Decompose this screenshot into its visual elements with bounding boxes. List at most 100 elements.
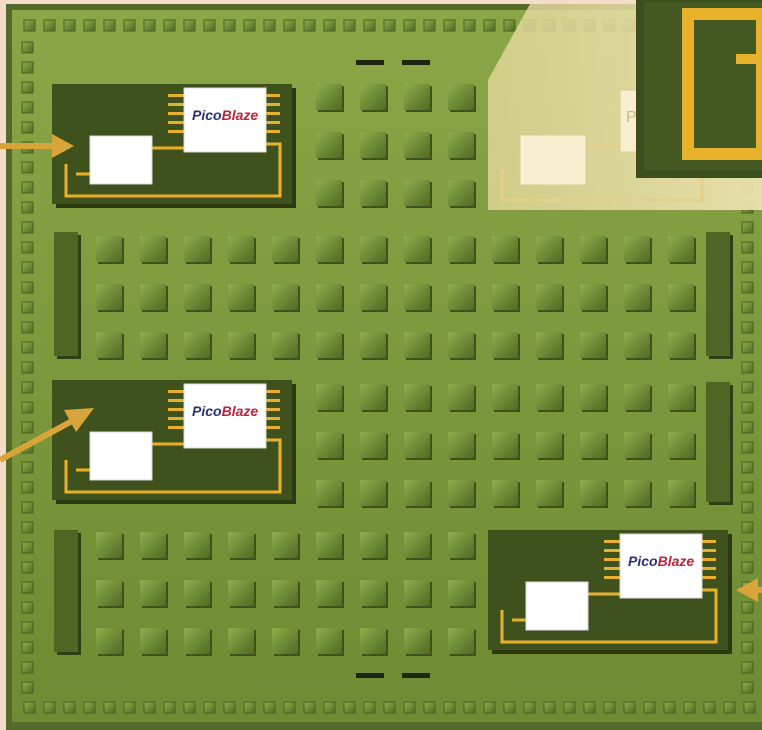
io-pad <box>22 102 33 113</box>
logic-cell <box>228 628 256 656</box>
logic-cell <box>316 432 344 460</box>
logic-cell <box>184 332 212 360</box>
memory-block <box>706 232 730 356</box>
logic-cell <box>404 384 432 412</box>
io-pad <box>742 402 753 413</box>
logic-cell <box>448 580 476 608</box>
logic-cell <box>316 480 344 508</box>
io-pad <box>364 702 375 713</box>
io-pad <box>22 522 33 533</box>
logic-cell <box>184 532 212 560</box>
io-pad <box>684 702 695 713</box>
logic-cell <box>96 332 124 360</box>
logic-cell <box>184 284 212 312</box>
io-pad <box>704 702 715 713</box>
io-pad <box>144 702 155 713</box>
io-pad <box>64 20 75 31</box>
logic-cell <box>96 236 124 264</box>
io-pad <box>22 302 33 313</box>
io-block-top-right <box>636 0 762 178</box>
io-pad <box>104 702 115 713</box>
io-pad <box>64 702 75 713</box>
io-pad <box>742 282 753 293</box>
io-pad <box>22 562 33 573</box>
logic-cell <box>360 180 388 208</box>
io-pad <box>742 222 753 233</box>
logic-cell <box>140 284 168 312</box>
memory-block <box>54 530 78 652</box>
logic-cell <box>536 236 564 264</box>
io-pad <box>184 20 195 31</box>
io-pad <box>204 20 215 31</box>
logic-cell <box>404 580 432 608</box>
io-pad <box>84 20 95 31</box>
logic-cell <box>404 284 432 312</box>
io-pad <box>742 502 753 513</box>
logic-cell <box>360 480 388 508</box>
logic-cell <box>316 236 344 264</box>
logic-cell <box>404 132 432 160</box>
io-pad <box>744 702 755 713</box>
io-pad <box>484 20 495 31</box>
io-pad <box>22 482 33 493</box>
io-pad <box>22 202 33 213</box>
logic-cell <box>448 628 476 656</box>
io-pad <box>742 562 753 573</box>
logic-cell <box>316 284 344 312</box>
faded-module-label: P <box>626 109 637 126</box>
logic-cell <box>316 332 344 360</box>
io-pad <box>22 382 33 393</box>
io-pad <box>742 262 753 273</box>
io-pad <box>22 362 33 373</box>
logic-cell <box>668 284 696 312</box>
logic-cell <box>668 384 696 412</box>
io-pad <box>742 542 753 553</box>
io-pad <box>504 20 515 31</box>
logic-cell <box>448 284 476 312</box>
io-pad <box>104 20 115 31</box>
logic-cell <box>492 432 520 460</box>
logic-cell <box>492 284 520 312</box>
io-pad <box>742 322 753 333</box>
io-pad <box>22 682 33 693</box>
logic-cell <box>536 284 564 312</box>
io-pad <box>264 20 275 31</box>
logic-cell <box>624 332 652 360</box>
io-pad <box>742 682 753 693</box>
logic-cell <box>272 284 300 312</box>
logic-cell <box>360 132 388 160</box>
io-pad <box>144 20 155 31</box>
logic-cell <box>404 432 432 460</box>
io-pad <box>742 602 753 613</box>
io-pad <box>324 20 335 31</box>
io-pad <box>22 402 33 413</box>
io-pad <box>22 642 33 653</box>
logic-cell <box>316 384 344 412</box>
io-pad <box>22 182 33 193</box>
logic-cell <box>96 532 124 560</box>
picoblaze-module-top-left: PicoBlaze <box>52 84 296 208</box>
io-pad <box>284 702 295 713</box>
logic-cell <box>448 180 476 208</box>
io-pad <box>304 702 315 713</box>
io-pad <box>742 482 753 493</box>
logic-cell <box>272 580 300 608</box>
io-pad <box>44 702 55 713</box>
io-pad <box>224 20 235 31</box>
io-pad <box>742 662 753 673</box>
logic-cell <box>448 432 476 460</box>
io-pad <box>404 20 415 31</box>
logic-cell <box>404 480 432 508</box>
io-pad <box>22 242 33 253</box>
logic-cell <box>184 580 212 608</box>
io-pad <box>664 702 675 713</box>
logic-cell <box>448 236 476 264</box>
io-pad <box>184 702 195 713</box>
logic-cell <box>140 236 168 264</box>
logic-cell <box>404 628 432 656</box>
io-pad <box>424 702 435 713</box>
io-pad <box>384 702 395 713</box>
logic-cell <box>580 332 608 360</box>
io-pad <box>742 242 753 253</box>
